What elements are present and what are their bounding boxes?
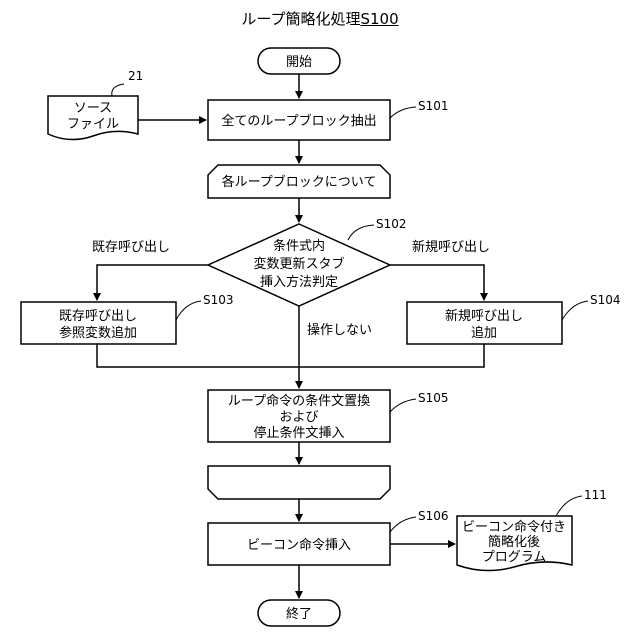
arrow-decision-right xyxy=(390,265,484,300)
decision-label-2: 変数更新スタブ xyxy=(253,256,344,272)
source-file-label-2: ファイル xyxy=(67,117,119,132)
output-ref-leader xyxy=(556,496,582,516)
source-file-ref: 21 xyxy=(128,69,143,83)
output-program-label-3: プログラム xyxy=(482,550,547,565)
source-ref-leader xyxy=(112,84,124,96)
new-call-label-2: 追加 xyxy=(471,325,497,341)
merge-right-line xyxy=(299,344,484,367)
replace-condition-label-1: ループ命令の条件文置換 xyxy=(228,393,370,409)
decision-ref: S102 xyxy=(376,217,407,231)
beacon-insert-ref: S106 xyxy=(418,509,449,523)
end-label: 終了 xyxy=(286,606,312,622)
existing-call-ref: S103 xyxy=(203,293,234,307)
new-call-ref: S104 xyxy=(590,293,621,307)
existing-call-label-2: 参照変数追加 xyxy=(59,325,137,341)
branch-right-label: 新規呼び出し xyxy=(412,239,490,255)
new-call-ref-leader xyxy=(562,301,588,320)
replace-condition-ref: S105 xyxy=(418,391,449,405)
decision-ref-leader xyxy=(348,225,374,240)
replace-condition-label-3: 停止条件文挿入 xyxy=(253,425,344,441)
new-call-label-1: 新規呼び出し xyxy=(445,308,523,324)
branch-middle-label: 操作しない xyxy=(307,322,372,338)
replace-condition-label-2: および xyxy=(279,410,318,425)
start-label: 開始 xyxy=(286,55,312,70)
arrow-decision-left xyxy=(97,265,208,300)
output-program-label-1: ビーコン命令付き xyxy=(462,519,566,535)
existing-call-label-1: 既存呼び出し xyxy=(59,309,137,324)
decision-label-1: 条件式内 xyxy=(273,238,325,254)
beacon-insert-label: ビーコン命令挿入 xyxy=(247,537,351,553)
replace-ref-leader xyxy=(390,399,416,412)
decision-label-3: 挿入方法判定 xyxy=(260,274,338,290)
existing-call-ref-leader xyxy=(176,301,201,320)
branch-left-label: 既存呼び出し xyxy=(92,240,170,255)
extract-ref-leader xyxy=(390,107,416,118)
source-file-label-1: ソース xyxy=(74,101,112,116)
loop-start-label: 各ループブロックについて xyxy=(222,174,377,190)
extract-ref: S101 xyxy=(418,99,449,113)
loop-end-shape xyxy=(208,466,390,499)
beacon-ref-leader xyxy=(390,517,416,532)
extract-label: 全てのループブロック抽出 xyxy=(221,113,376,129)
output-program-label-2: 簡略化後 xyxy=(488,534,540,550)
merge-left-line xyxy=(97,344,299,367)
output-program-ref: 111 xyxy=(584,488,607,502)
